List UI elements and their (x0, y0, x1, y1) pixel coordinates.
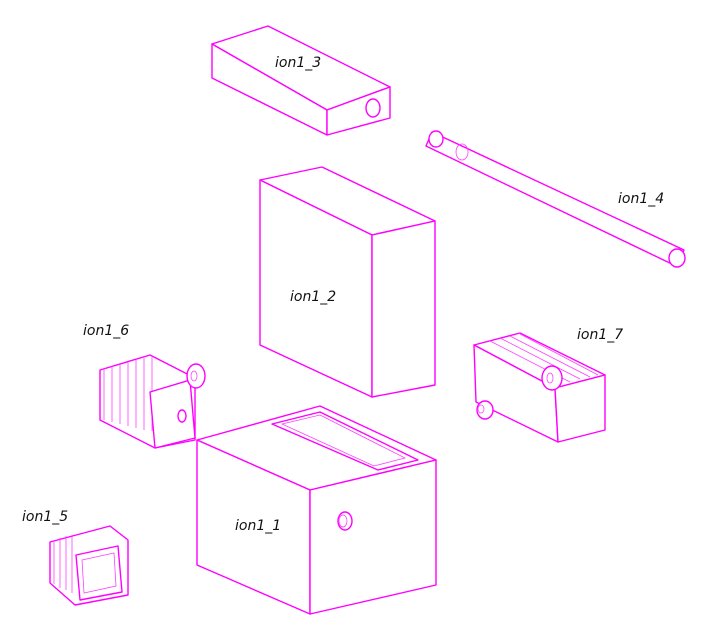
part-3-label: ion1_3 (275, 55, 322, 71)
part-7-label: ion1_7 (577, 327, 624, 343)
part-3-bar[interactable] (211, 25, 391, 136)
part-6-label: ion1_6 (83, 323, 130, 339)
part-6-heatsink[interactable] (99, 354, 206, 449)
part-5-label: ion1_5 (22, 509, 69, 525)
part-1-label: ion1_1 (235, 518, 282, 534)
part-2-block[interactable] (259, 166, 436, 398)
part-4-rod[interactable] (425, 130, 686, 268)
part-4-label: ion1_4 (618, 191, 665, 207)
part-2-label: ion1_2 (290, 289, 337, 305)
part-7-heatsink[interactable] (473, 332, 606, 443)
part-1-housing[interactable] (196, 405, 437, 615)
part-5-cap[interactable] (49, 525, 129, 606)
